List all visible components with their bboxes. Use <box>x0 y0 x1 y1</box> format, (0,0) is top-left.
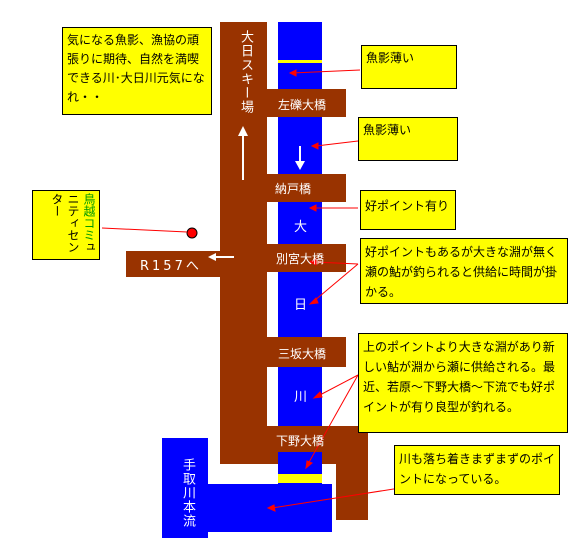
bridge-label-betsugu: 別宮大橋 <box>276 252 325 266</box>
main-road <box>220 22 267 464</box>
bridge-label-misaka: 三坂大橋 <box>278 347 327 361</box>
r157-road <box>126 251 222 277</box>
river-lower <box>278 452 322 490</box>
community-center-line1: 鳥越コミ <box>82 193 96 241</box>
down-arrow-icon <box>295 161 305 170</box>
up-arrow-icon <box>238 126 248 136</box>
bridge-label-shimono: 下野大橋 <box>276 434 325 448</box>
community-center-line3: センター <box>50 193 80 253</box>
river-char-dai: 大 <box>294 220 308 235</box>
note-fish-shadow-1: 魚影薄い <box>361 45 457 89</box>
river-char-nichi: 日 <box>294 298 308 313</box>
bridge-label-sarei: 左礫大橋 <box>278 98 327 112</box>
note-good-point: 好ポイント有り <box>360 190 456 230</box>
main-river-label: 手取川本流 <box>180 458 195 528</box>
route-label: R157へ <box>140 259 202 274</box>
river-marker-bottom <box>278 474 322 483</box>
community-center-label: 鳥越コミュニティセンター <box>32 190 100 260</box>
note-bottom: 川も落ち着きまずまずのポイントになっている。 <box>394 445 560 495</box>
main-river-horizontal <box>162 484 332 532</box>
note-big-pool: 好ポイントもあるが大きな淵が無く瀬の鮎が釣られると供給に時間が掛かる。 <box>360 238 568 304</box>
river-char-kawa: 川 <box>294 390 308 405</box>
left-arrow-icon <box>208 253 216 261</box>
community-center-line2: ュニティ <box>66 193 96 253</box>
bridge-shimono <box>262 426 368 452</box>
note-fish-shadow-2: 魚影薄い <box>358 117 458 161</box>
river-marker-top <box>278 60 322 63</box>
bridge-sarei <box>262 89 346 117</box>
community-center-marker <box>186 227 198 239</box>
note-intro: 気になる魚影、漁協の頑張りに期待、自然を満喫できる川･大日川元気になれ・・ <box>62 27 212 115</box>
ski-road-label: 大日スキー場 <box>238 30 253 114</box>
bridge-nando <box>262 174 346 202</box>
bridge-betsugu <box>262 244 346 272</box>
bridge-label-nando: 納戸橋 <box>275 182 312 196</box>
note-upper-point: 上のポイントより大きな淵があり新しい鮎が淵から瀬に供給される。最近、若原～下野大… <box>358 333 568 433</box>
bridge-misaka <box>262 337 346 367</box>
